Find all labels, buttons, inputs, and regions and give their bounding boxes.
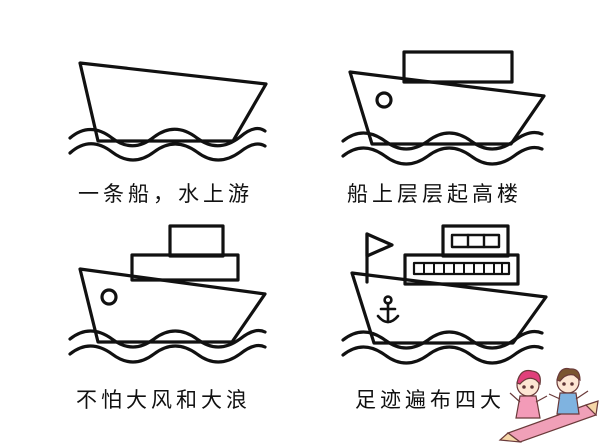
waves-4-lower <box>341 344 544 365</box>
caption-panel-3: 不怕大风和大浪 <box>76 388 251 412</box>
waves-4 <box>341 329 544 350</box>
boat-stage-2 <box>341 50 546 166</box>
waves-3-lower <box>68 343 267 364</box>
porthole-3 <box>100 288 118 306</box>
porthole-2 <box>375 91 393 109</box>
waves-2 <box>341 130 544 151</box>
anchor-icon <box>376 295 400 324</box>
cabin-4-top-window <box>450 233 501 249</box>
caption-panel-2: 船上层层起高楼 <box>347 182 522 206</box>
boat-stage-4 <box>341 224 548 365</box>
waves-3 <box>68 328 267 349</box>
cabin-4-mid <box>403 253 520 286</box>
caption-panel-1: 一条船，水上游 <box>78 182 253 206</box>
cabin-2 <box>402 50 514 84</box>
cabin-3-mid <box>130 253 240 282</box>
waves-1-lower <box>68 142 267 162</box>
kids-on-pencil-icon <box>498 367 599 443</box>
cabin-4-mid-window <box>412 261 511 276</box>
cabin-3-top <box>168 224 225 258</box>
waves-1 <box>68 126 267 148</box>
boat-stage-1 <box>68 61 268 162</box>
caption-panel-4: 足迹遍布四大 <box>355 388 505 412</box>
boat-stage-3 <box>68 224 267 364</box>
waves-2-lower <box>341 145 544 166</box>
hull-4 <box>350 271 548 345</box>
flag-icon <box>365 232 394 258</box>
